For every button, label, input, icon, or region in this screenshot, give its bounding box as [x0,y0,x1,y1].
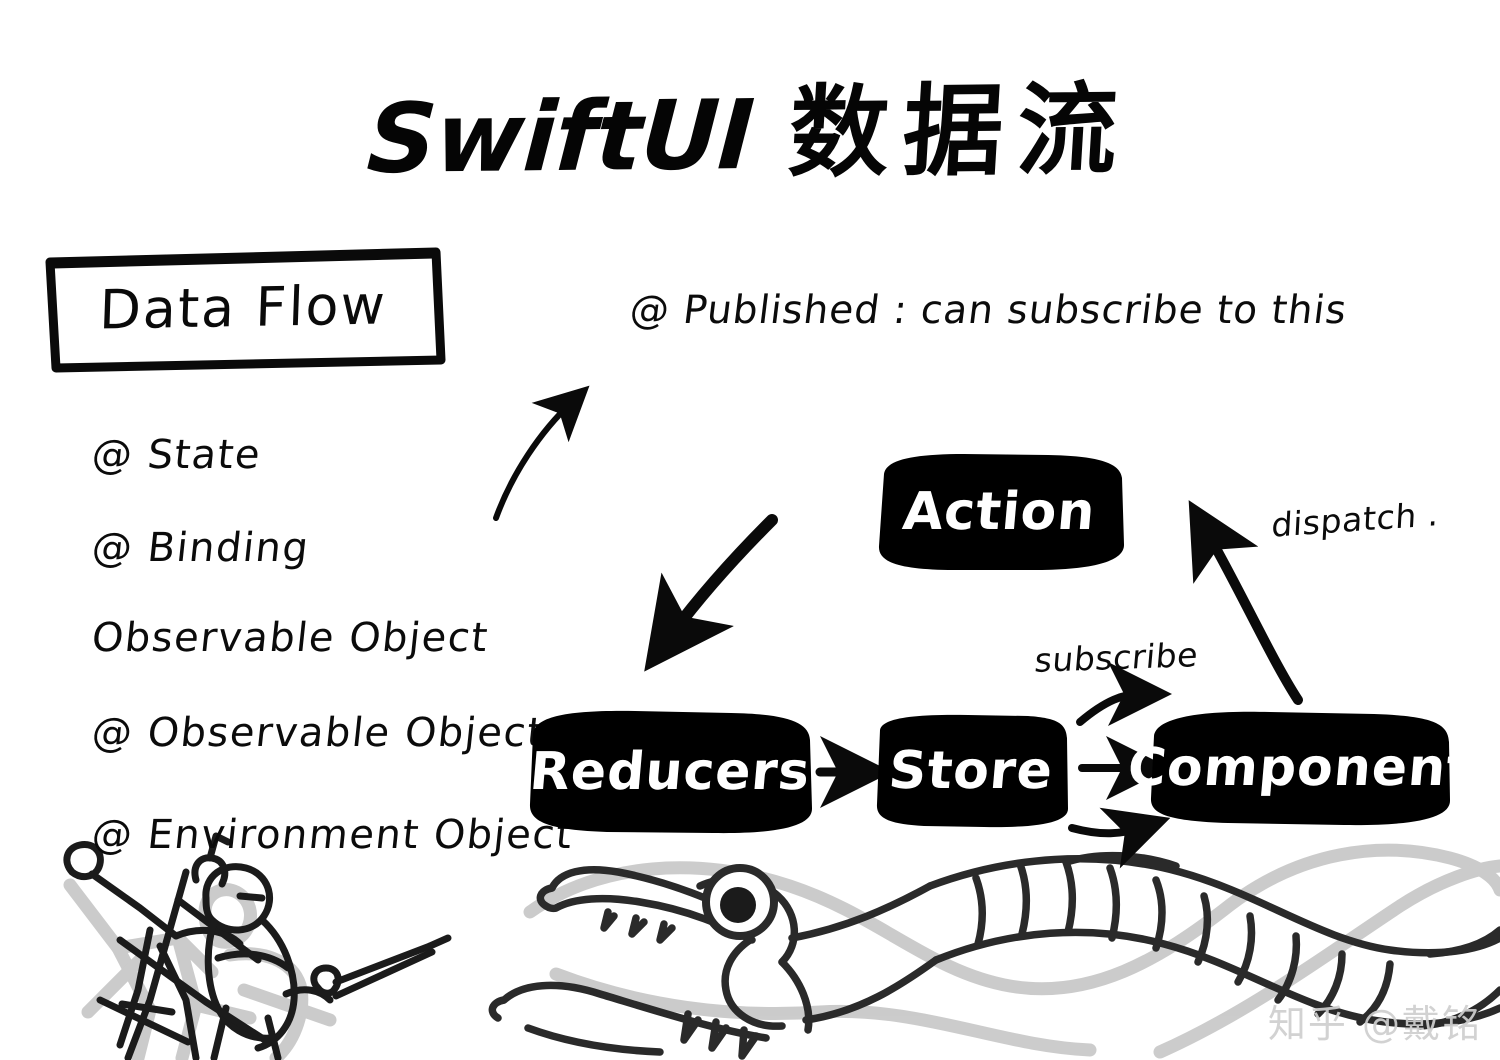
flow-item-observable-object: Observable Object [89,615,491,661]
node-action[interactable]: Action [872,452,1127,572]
node-reducers[interactable]: Reducers [525,708,815,836]
flow-item-state: @ State [89,432,264,478]
node-store-shape [876,714,1069,828]
dispatch-annotation: dispatch . [1270,494,1441,545]
dataflow-box-label: Data Flow [98,273,388,342]
dataflow-box: Data Flow [47,250,439,365]
published-annotation: @ Published : can subscribe to this [627,288,1350,333]
node-action-label: Action [900,482,1099,542]
node-action-shape [878,454,1125,570]
flow-item-environment-object: @ Environment Object [89,812,576,858]
arrow-to-reducers [644,514,778,672]
node-store[interactable]: Store [872,712,1070,830]
node-store-label: Store [886,741,1056,801]
arrow-component-to-action [1188,500,1303,705]
watermark: 知乎 @戴铭 [1267,1002,1482,1046]
node-reducers-shape [529,710,813,834]
node-component-label: Component [1125,738,1476,798]
page-title-en: SwiftUI [364,78,757,195]
arrow-to-published [493,385,590,521]
flow-item-at-observable-object: @ Observable Object [89,710,547,756]
node-component-shape [1150,711,1451,826]
flow-item-binding: @ Binding [89,525,312,571]
node-component[interactable]: Component [1126,708,1475,828]
arrow-store-to-component-bottom [1068,807,1171,869]
arrow-store-to-component-top [1076,662,1172,727]
subscribe-annotation: subscribe [1032,635,1200,680]
node-reducers-label: Reducers [527,742,813,802]
page-title-zh: 数据流 [785,71,1135,192]
